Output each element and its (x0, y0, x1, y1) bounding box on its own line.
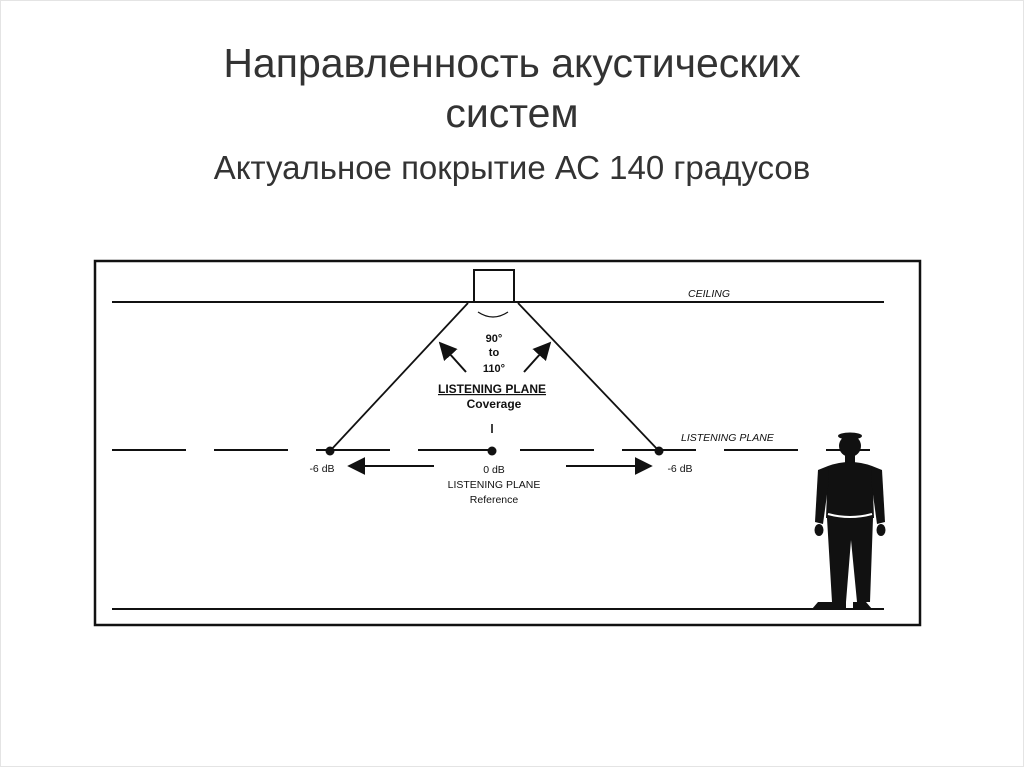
coverage-line-right (517, 302, 660, 452)
coverage-line-left (329, 302, 469, 452)
center-point (487, 446, 497, 456)
coverage-label-line1: LISTENING PLANE (438, 382, 546, 396)
coverage-label-b: PLANE (505, 382, 546, 396)
angle-arrow-right (523, 341, 552, 373)
reference-label-2: Reference (470, 494, 519, 506)
speaker-box (473, 269, 515, 303)
angle-arrow-left (438, 341, 467, 373)
left-point (325, 446, 335, 456)
ceiling-label: CEILING (688, 288, 730, 300)
title-subtitle: Актуальное покрытие АС 140 градусов (213, 149, 811, 186)
left-level-label: -6 dB (309, 463, 334, 475)
right-point (654, 446, 664, 456)
angle-arc (477, 311, 509, 318)
listening-plane-label: LISTENING PLANE (681, 432, 775, 444)
right-level-label: -6 dB (667, 463, 692, 475)
angle-label-2: to (489, 347, 500, 359)
person-belt (827, 513, 873, 518)
coverage-label-a: LISTENING (438, 382, 502, 396)
title-line-2: систем (445, 90, 579, 136)
angle-label-1: 90° (486, 333, 503, 345)
angle-label-3: 110° (483, 363, 505, 375)
center-level-label: 0 dB (483, 464, 505, 476)
slide-title: Направленность акустических систем Актуа… (0, 38, 1024, 190)
coverage-label-line2: Coverage (467, 397, 522, 411)
title-line-1: Направленность акустических (223, 40, 801, 86)
reference-label-1: LISTENING PLANE (448, 479, 541, 491)
person-silhouette (812, 432, 886, 609)
diagram-border (93, 259, 922, 627)
